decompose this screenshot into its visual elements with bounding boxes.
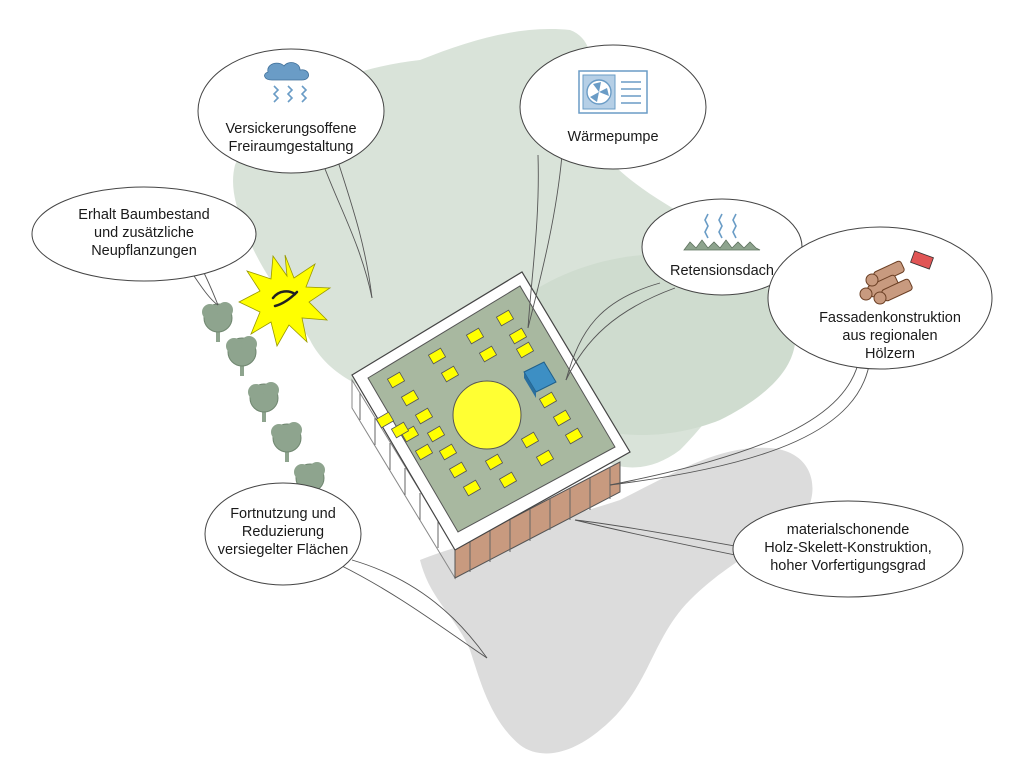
solar-panel xyxy=(478,345,498,363)
solar-panel xyxy=(414,443,434,461)
callout-fassade-line-3: Hölzern xyxy=(865,346,915,362)
sun-icon xyxy=(238,254,332,348)
solar-panel xyxy=(552,409,572,427)
timber-logs-icon xyxy=(859,250,934,305)
solar-panel xyxy=(495,309,515,327)
callout-baumbestand-line-2: und zusätzliche xyxy=(94,225,194,241)
solar-panel xyxy=(515,341,535,359)
solar-panel xyxy=(426,425,446,443)
heat-pump-icon xyxy=(578,70,648,114)
skeleton-posts xyxy=(359,393,611,572)
solar-panels xyxy=(375,309,584,497)
cloud-rain-icon xyxy=(264,62,309,103)
solar-panel xyxy=(375,411,395,429)
callout-waermepumpe-line-1: Wärmepumpe xyxy=(567,129,658,145)
solar-panel xyxy=(448,461,468,479)
tree-icon xyxy=(202,302,233,342)
solar-panel xyxy=(414,407,434,425)
green-roof-icon xyxy=(683,213,761,251)
solar-panel xyxy=(564,427,584,445)
solar-panel xyxy=(498,471,518,489)
callout-versickerung-line-2: Freiraumgestaltung xyxy=(229,139,354,155)
tree-row xyxy=(202,302,325,502)
grey-existing-area xyxy=(420,447,813,754)
callout-versickerung-line-1: Versickerungsoffene xyxy=(225,121,356,137)
callout-baumbestand-line-3: Neupflanzungen xyxy=(91,243,197,259)
skylight xyxy=(452,380,522,450)
callout-fassade-line-1: Fassadenkonstruktion xyxy=(819,310,961,326)
callout-fassade: Fassadenkonstruktion aus regionalen Hölz… xyxy=(767,226,993,370)
callout-fortnutzung-line-3: versiegelter Flächen xyxy=(218,542,349,558)
leader-lines xyxy=(189,149,871,659)
callout-retensionsdach: Retensionsdach xyxy=(641,198,803,296)
solar-panel xyxy=(427,347,447,365)
solar-panel xyxy=(465,327,485,345)
callout-waermepumpe: Wärmepumpe xyxy=(519,44,707,170)
solar-panel xyxy=(440,365,460,383)
solar-panel xyxy=(390,421,410,439)
callout-fortnutzung: Fortnutzung und Reduzierung versiegelter… xyxy=(204,482,362,586)
solar-panel xyxy=(438,443,458,461)
callout-fortnutzung-line-2: Reduzierung xyxy=(242,524,324,540)
solar-panel xyxy=(484,453,504,471)
building xyxy=(351,271,631,580)
solar-panel xyxy=(462,479,482,497)
callout-holzskelett: materialschonende Holz-Skelett-Konstrukt… xyxy=(732,500,964,598)
solar-panel xyxy=(508,327,528,345)
callout-holzskelett-line-2: Holz-Skelett-Konstruktion, xyxy=(764,540,932,556)
tree-icon xyxy=(226,336,257,376)
tree-icon xyxy=(271,422,302,462)
tree-icon xyxy=(248,382,279,422)
solar-panel xyxy=(400,389,420,407)
callout-retensionsdach-line-1: Retensionsdach xyxy=(670,263,774,279)
callout-baumbestand: Erhalt Baumbestand und zusätzliche Neupf… xyxy=(31,186,257,282)
callout-versickerung: Versickerungsoffene Freiraumgestaltung xyxy=(197,48,385,174)
solar-panel xyxy=(538,391,558,409)
solar-panel xyxy=(535,449,555,467)
solar-panel xyxy=(386,371,406,389)
solar-panel xyxy=(520,431,540,449)
facade-wood-band xyxy=(454,461,621,579)
callout-holzskelett-line-1: materialschonende xyxy=(787,522,910,538)
callout-fortnutzung-line-1: Fortnutzung und xyxy=(230,506,336,522)
callout-fassade-line-2: aus regionalen xyxy=(842,328,937,344)
heat-pump-unit xyxy=(523,361,557,398)
callout-holzskelett-line-3: hoher Vorfertigungsgrad xyxy=(770,558,926,574)
callout-baumbestand-line-1: Erhalt Baumbestand xyxy=(78,207,209,223)
